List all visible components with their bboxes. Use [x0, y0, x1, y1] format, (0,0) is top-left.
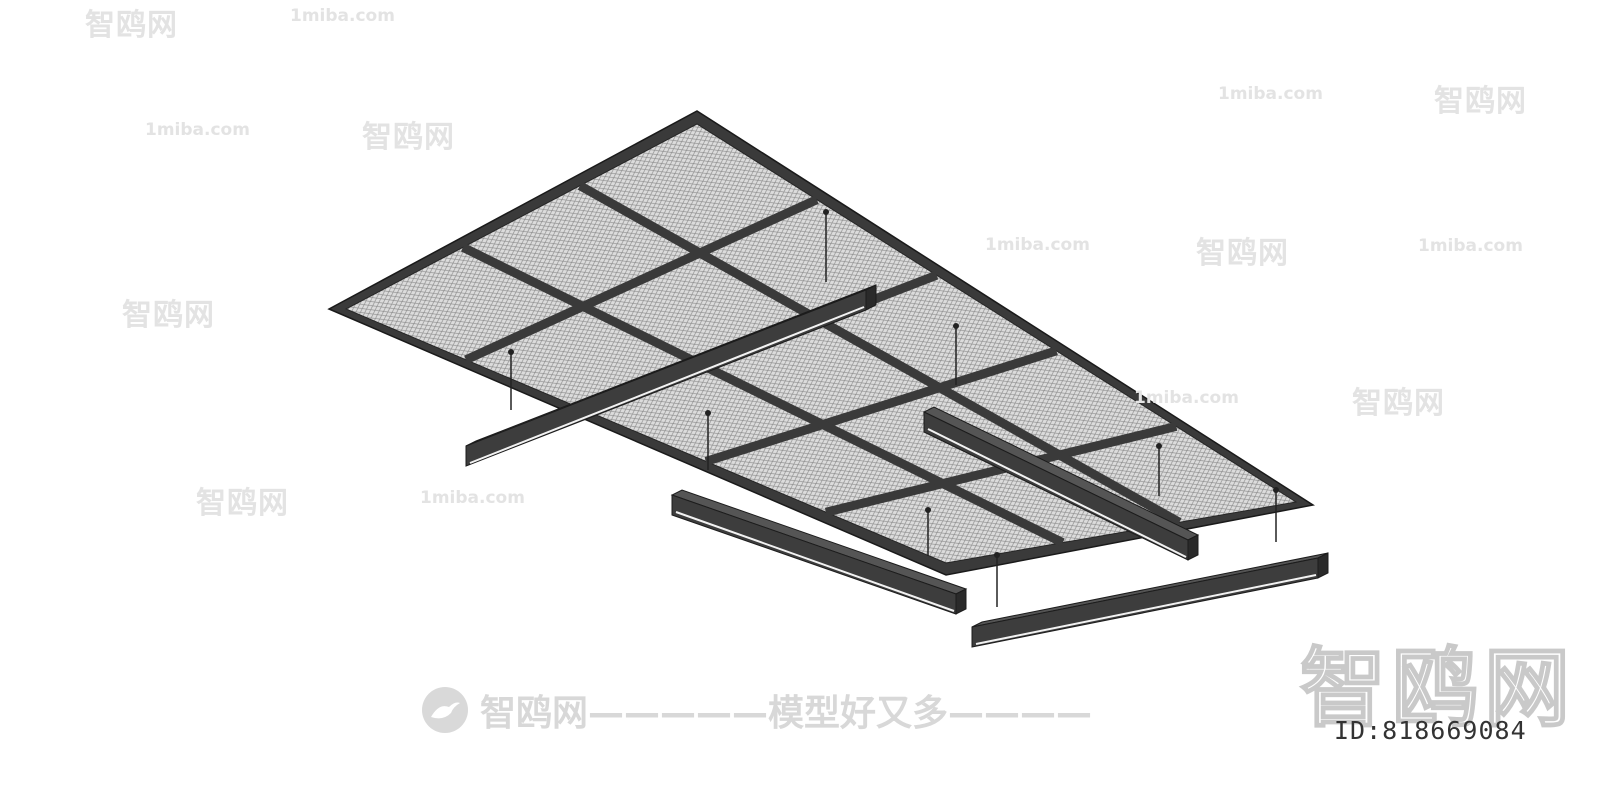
light-end-face: [1317, 552, 1329, 579]
watermark-brand-right-mid: 智鸥网: [1352, 386, 1445, 421]
light-diffuser: [469, 306, 865, 464]
pendant-lights: [465, 284, 1329, 648]
watermark-slogan-text: 智鸥网—————模型好又多————: [480, 693, 1093, 734]
wire-light-1-left-anchor: [508, 349, 514, 355]
wire-light-5-anchor: [1156, 443, 1162, 449]
wire-light-1-right-anchor: [823, 209, 829, 215]
wire-light-2-anchor: [705, 410, 711, 416]
light-diffuser: [675, 511, 955, 612]
wire-light-4-anchor: [953, 323, 959, 329]
bird-logo-icon: [422, 687, 468, 733]
watermark-site-right: 1miba.com: [1418, 236, 1523, 256]
wire-light-7-anchor: [1273, 487, 1279, 493]
grid-bar-cross: [464, 195, 819, 364]
watermark-site-top: 1miba.com: [290, 6, 395, 26]
pendant-light-3: [922, 406, 1200, 561]
watermark-site-lower-left: 1miba.com: [420, 488, 525, 508]
light-diffuser: [975, 574, 1317, 645]
pendant-light-1: [465, 284, 877, 467]
pendant-light-4: [971, 552, 1329, 648]
grid-bar-long: [577, 181, 1182, 527]
watermark-brand-mid-left: 智鸥网: [122, 298, 215, 333]
wire-light-3-anchor: [925, 507, 931, 513]
model-id-label: ID:818669084: [1334, 716, 1527, 745]
light-end-face: [1187, 534, 1199, 561]
watermark-site-right-mid: 1miba.com: [1134, 388, 1239, 408]
suspension-wires: [508, 209, 1279, 607]
watermark-site-left: 1miba.com: [145, 120, 250, 140]
wire-light-6-anchor: [994, 552, 1000, 558]
pendant-light-2: [670, 489, 968, 615]
watermark-slogan: 智鸥网—————模型好又多————: [422, 684, 1092, 736]
grid-bar-long: [461, 243, 1065, 547]
light-diffuser: [927, 428, 1187, 558]
grid-bar-cross: [704, 346, 1058, 466]
watermark-brand-left: 智鸥网: [362, 120, 455, 155]
watermark-brand-right-top: 智鸥网: [1434, 84, 1527, 119]
watermark-big-brand: 智鸥网: [1299, 638, 1576, 740]
watermark-brand-center: 智鸥网: [1196, 236, 1289, 271]
watermark-brand-lower-left: 智鸥网: [196, 486, 289, 521]
light-end-face: [955, 588, 967, 615]
watermark-site-center: 1miba.com: [985, 235, 1090, 255]
watermark-site-right-top: 1miba.com: [1218, 84, 1323, 104]
light-end-face: [865, 284, 877, 311]
watermark-brand-top: 智鸥网: [85, 8, 178, 43]
